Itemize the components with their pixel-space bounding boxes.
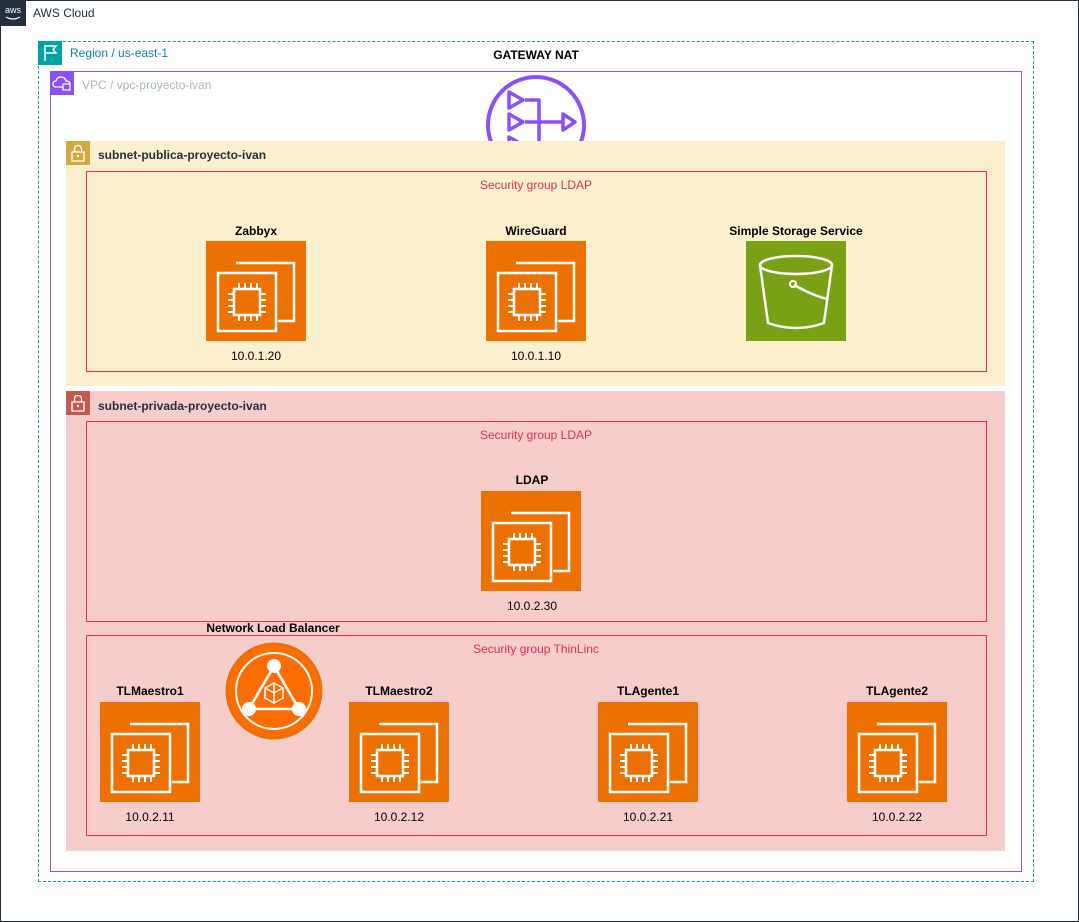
private-subnet-label: subnet-privada-proyecto-ivan xyxy=(98,399,267,413)
lock-icon xyxy=(66,391,90,415)
ec2-instance-icon[interactable] xyxy=(481,491,581,591)
vpc-group xyxy=(50,71,1022,872)
region-flag-icon xyxy=(38,41,62,65)
vpc-label: VPC / vpc-proyecto-ivan xyxy=(82,78,212,92)
tlmaestro2-title: TLMaestro2 xyxy=(365,684,433,698)
security-group-ldap-private-label: Security group LDAP xyxy=(479,428,593,442)
ec2-instance-icon[interactable] xyxy=(206,241,306,341)
vpc-cloud-lock-icon xyxy=(50,71,74,95)
security-group-thinlinc xyxy=(86,635,987,836)
tlmaestro2-ip: 10.0.2.12 xyxy=(373,810,425,824)
ec2-instance-icon[interactable] xyxy=(100,702,200,802)
wireguard-ip: 10.0.1.10 xyxy=(510,349,562,363)
ec2-instance-icon[interactable] xyxy=(486,241,586,341)
svg-text:aws: aws xyxy=(5,5,22,15)
ldap-ip: 10.0.2.30 xyxy=(506,599,558,613)
network-load-balancer-icon[interactable] xyxy=(224,641,324,741)
tlagente1-ip: 10.0.2.21 xyxy=(622,810,674,824)
region-label: Region / us-east-1 xyxy=(70,46,169,60)
security-group-thinlinc-label: Security group ThinLinc xyxy=(473,642,599,656)
security-group-ldap-public xyxy=(86,171,987,372)
region-group xyxy=(38,41,1034,882)
ec2-instance-icon[interactable] xyxy=(847,702,947,802)
security-group-ldap-private xyxy=(86,421,987,622)
zabbyx-title: Zabbyx xyxy=(234,224,277,238)
s3-bucket-icon[interactable] xyxy=(746,241,846,341)
tlmaestro1-ip: 10.0.2.11 xyxy=(125,810,175,824)
tlmaestro1-title: TLMaestro1 xyxy=(116,684,184,698)
s3-title: Simple Storage Service xyxy=(729,224,863,238)
ec2-instance-icon[interactable] xyxy=(598,702,698,802)
tlagente2-ip: 10.0.2.22 xyxy=(871,810,923,824)
ldap-title: LDAP xyxy=(515,473,549,487)
aws-logo-icon: aws xyxy=(0,0,26,26)
security-group-ldap-public-label: Security group LDAP xyxy=(479,178,593,192)
wireguard-title: WireGuard xyxy=(505,224,567,238)
tlagente1-title: TLAgente1 xyxy=(616,684,679,698)
aws-cloud-label: AWS Cloud xyxy=(33,6,95,20)
ec2-instance-icon[interactable] xyxy=(349,702,449,802)
zabbyx-ip: 10.0.1.20 xyxy=(230,349,282,363)
tlagente2-title: TLAgente2 xyxy=(865,684,928,698)
nlb-title: Network Load Balancer xyxy=(206,621,340,635)
lock-icon xyxy=(66,141,90,165)
nat-gateway-title: GATEWAY NAT xyxy=(493,48,579,62)
public-subnet-label: subnet-publica-proyecto-ivan xyxy=(98,148,267,162)
